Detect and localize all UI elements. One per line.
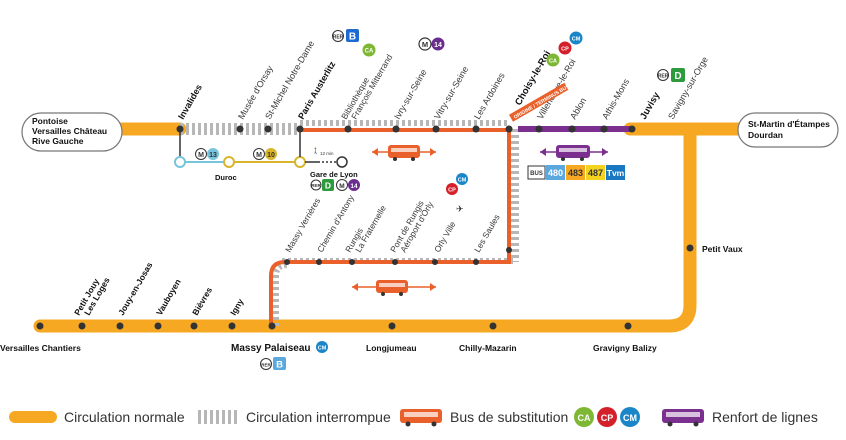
station-ardoines: Les Ardoines: [472, 71, 507, 121]
svg-text:Vauboyen: Vauboyen: [154, 277, 183, 317]
gare-de-lyon-connection: 🚶 12 min Gare de Lyon RER D M 14: [305, 147, 360, 191]
svg-text:CP: CP: [561, 47, 569, 53]
legend-interrupted: Circulation interrompue: [196, 402, 391, 432]
legend-normal-label: Circulation normale: [64, 409, 185, 425]
svg-text:CA: CA: [549, 59, 557, 65]
svg-text:D: D: [674, 71, 681, 82]
normal-line: [33, 122, 747, 333]
terminus-right: St-Martin d'Étampes Dourdan: [737, 112, 839, 148]
svg-text:Duroc: Duroc: [215, 173, 237, 182]
terminus-left: Pontoise Versailles Château Rive Gauche: [21, 112, 123, 152]
svg-text:CP: CP: [448, 188, 456, 194]
svg-text:Dourdan: Dourdan: [748, 130, 783, 140]
station-petit-vaux: Petit Vaux: [702, 244, 743, 254]
legend-reinforce-label: Renfort de lignes: [712, 409, 818, 425]
station-dots: [36, 125, 694, 330]
legend-bus: Bus de substitution CA CP CM: [398, 402, 641, 432]
rer-c-network-map: Pontoise Versailles Château Rive Gauche …: [0, 29, 839, 371]
svg-text:Massy Palaiseau: Massy Palaiseau: [231, 343, 311, 354]
svg-text:Orly Ville: Orly Ville: [432, 219, 458, 254]
svg-text:M: M: [198, 152, 204, 159]
legend-normal: Circulation normale: [8, 402, 185, 432]
bus-icon: [400, 409, 442, 427]
svg-text:14: 14: [350, 183, 358, 190]
svg-text:480: 480: [548, 168, 563, 178]
svg-text:D: D: [325, 181, 331, 191]
svg-text:B: B: [349, 32, 356, 43]
svg-text:CM: CM: [318, 346, 327, 352]
bus-arrow-top: [372, 145, 436, 161]
bus-lines-juvisy: BUS 480 483 487 Tvm: [527, 165, 625, 180]
svg-text:RER: RER: [333, 35, 344, 41]
legend-reinforce: Renfort de lignes: [660, 402, 818, 432]
rer-b-badge-stmichel: RER B: [332, 29, 359, 43]
svg-text:RER: RER: [261, 363, 271, 368]
station-ivry: Ivry-sur-Seine: [392, 67, 429, 121]
svg-text:M: M: [256, 152, 262, 159]
station-athis: Athis-Mons: [600, 77, 631, 121]
svg-text:CM: CM: [458, 178, 467, 184]
legend-normal-swatch: [9, 411, 57, 423]
svg-text:B: B: [276, 360, 283, 371]
svg-text:Igny: Igny: [228, 297, 246, 317]
station-savigny: Savigny-sur-Orge: [666, 55, 710, 121]
bottom-below-labels: Versailles Chantiers Massy Palaiseau Lon…: [0, 343, 657, 354]
svg-text:10: 10: [267, 152, 275, 159]
svg-text:487: 487: [588, 168, 603, 178]
massy-connections: CM RER B: [260, 341, 328, 371]
legend-interrupted-swatch: [198, 410, 238, 424]
svg-text:Jouy-en-Josas: Jouy-en-Josas: [116, 260, 155, 317]
svg-text:St-Martin d'Étampes: St-Martin d'Étampes: [748, 119, 830, 129]
svg-text:RER: RER: [311, 183, 321, 188]
ca-badge-austerlitz: CA: [362, 43, 376, 57]
reinforce-bus-icon: [662, 409, 704, 427]
svg-text:RER: RER: [658, 74, 669, 80]
station-invalides: Invalides: [176, 83, 204, 121]
svg-text:Versailles Chantiers: Versailles Chantiers: [0, 343, 81, 353]
svg-text:CA: CA: [578, 413, 591, 423]
svg-text:Pontoise: Pontoise: [32, 116, 68, 126]
svg-text:Tvm: Tvm: [607, 168, 625, 178]
middle-station-labels: Massy Verrières Chemin d'Antony Rungis L…: [283, 193, 502, 254]
airplane-icon: ✈: [456, 205, 464, 215]
station-ablon: Ablon: [568, 96, 588, 121]
legend-bus-badges: CA CP CM: [574, 407, 641, 427]
top-station-labels: Invalides Musée d'Orsay St-Michel Notre-…: [176, 39, 710, 122]
svg-text:14: 14: [434, 42, 442, 49]
svg-text:🚶: 🚶: [312, 147, 319, 155]
svg-text:BUS: BUS: [530, 171, 543, 177]
svg-text:CM: CM: [623, 413, 637, 423]
legend-bus-label: Bus de substitution: [450, 409, 569, 425]
station-juvisy: Juvisy: [638, 90, 663, 122]
svg-text:Gare de Lyon: Gare de Lyon: [310, 170, 358, 179]
svg-text:Rive Gauche: Rive Gauche: [32, 136, 84, 146]
station-austerlitz: Paris Austerlitz: [296, 59, 338, 121]
choisy-bus-badges: CA CP CM: [546, 31, 583, 67]
svg-text:M: M: [422, 40, 428, 49]
svg-text:M: M: [339, 183, 344, 190]
rer-d-badge-juvisy: RER D: [657, 68, 685, 82]
svg-text:Bièvres: Bièvres: [190, 285, 214, 317]
bus-arrow-bottom: [352, 280, 436, 296]
svg-text:CA: CA: [365, 49, 374, 55]
reinforce-bus-arrow: [540, 145, 608, 161]
orly-bus-badges: CP CM ✈: [446, 173, 468, 215]
svg-text:CP: CP: [601, 413, 614, 423]
legend-interrupted-label: Circulation interrompue: [246, 409, 391, 425]
svg-text:483: 483: [568, 168, 583, 178]
svg-text:Les Saules: Les Saules: [472, 213, 502, 254]
svg-text:12 min: 12 min: [320, 151, 334, 156]
svg-text:Versailles Château: Versailles Château: [32, 126, 107, 136]
svg-text:Gravigny Balizy: Gravigny Balizy: [593, 343, 657, 353]
legend: Circulation normale Circulation interrom…: [0, 402, 846, 432]
bottom-station-labels: Petit Jouy Les Loges Jouy-en-Josas Vaubo…: [72, 260, 246, 317]
interrupted-line: [180, 120, 519, 326]
metro-14-badge-bibliotheque: M 14: [418, 37, 445, 51]
svg-text:CM: CM: [572, 37, 581, 43]
duroc-connection: M 13 M 10 Duroc: [174, 132, 306, 182]
svg-text:Longjumeau: Longjumeau: [366, 343, 417, 353]
svg-text:Chilly-Mazarin: Chilly-Mazarin: [459, 343, 517, 353]
svg-text:13: 13: [209, 152, 217, 159]
station-vitry: Vitry-sur-Seine: [432, 65, 470, 121]
